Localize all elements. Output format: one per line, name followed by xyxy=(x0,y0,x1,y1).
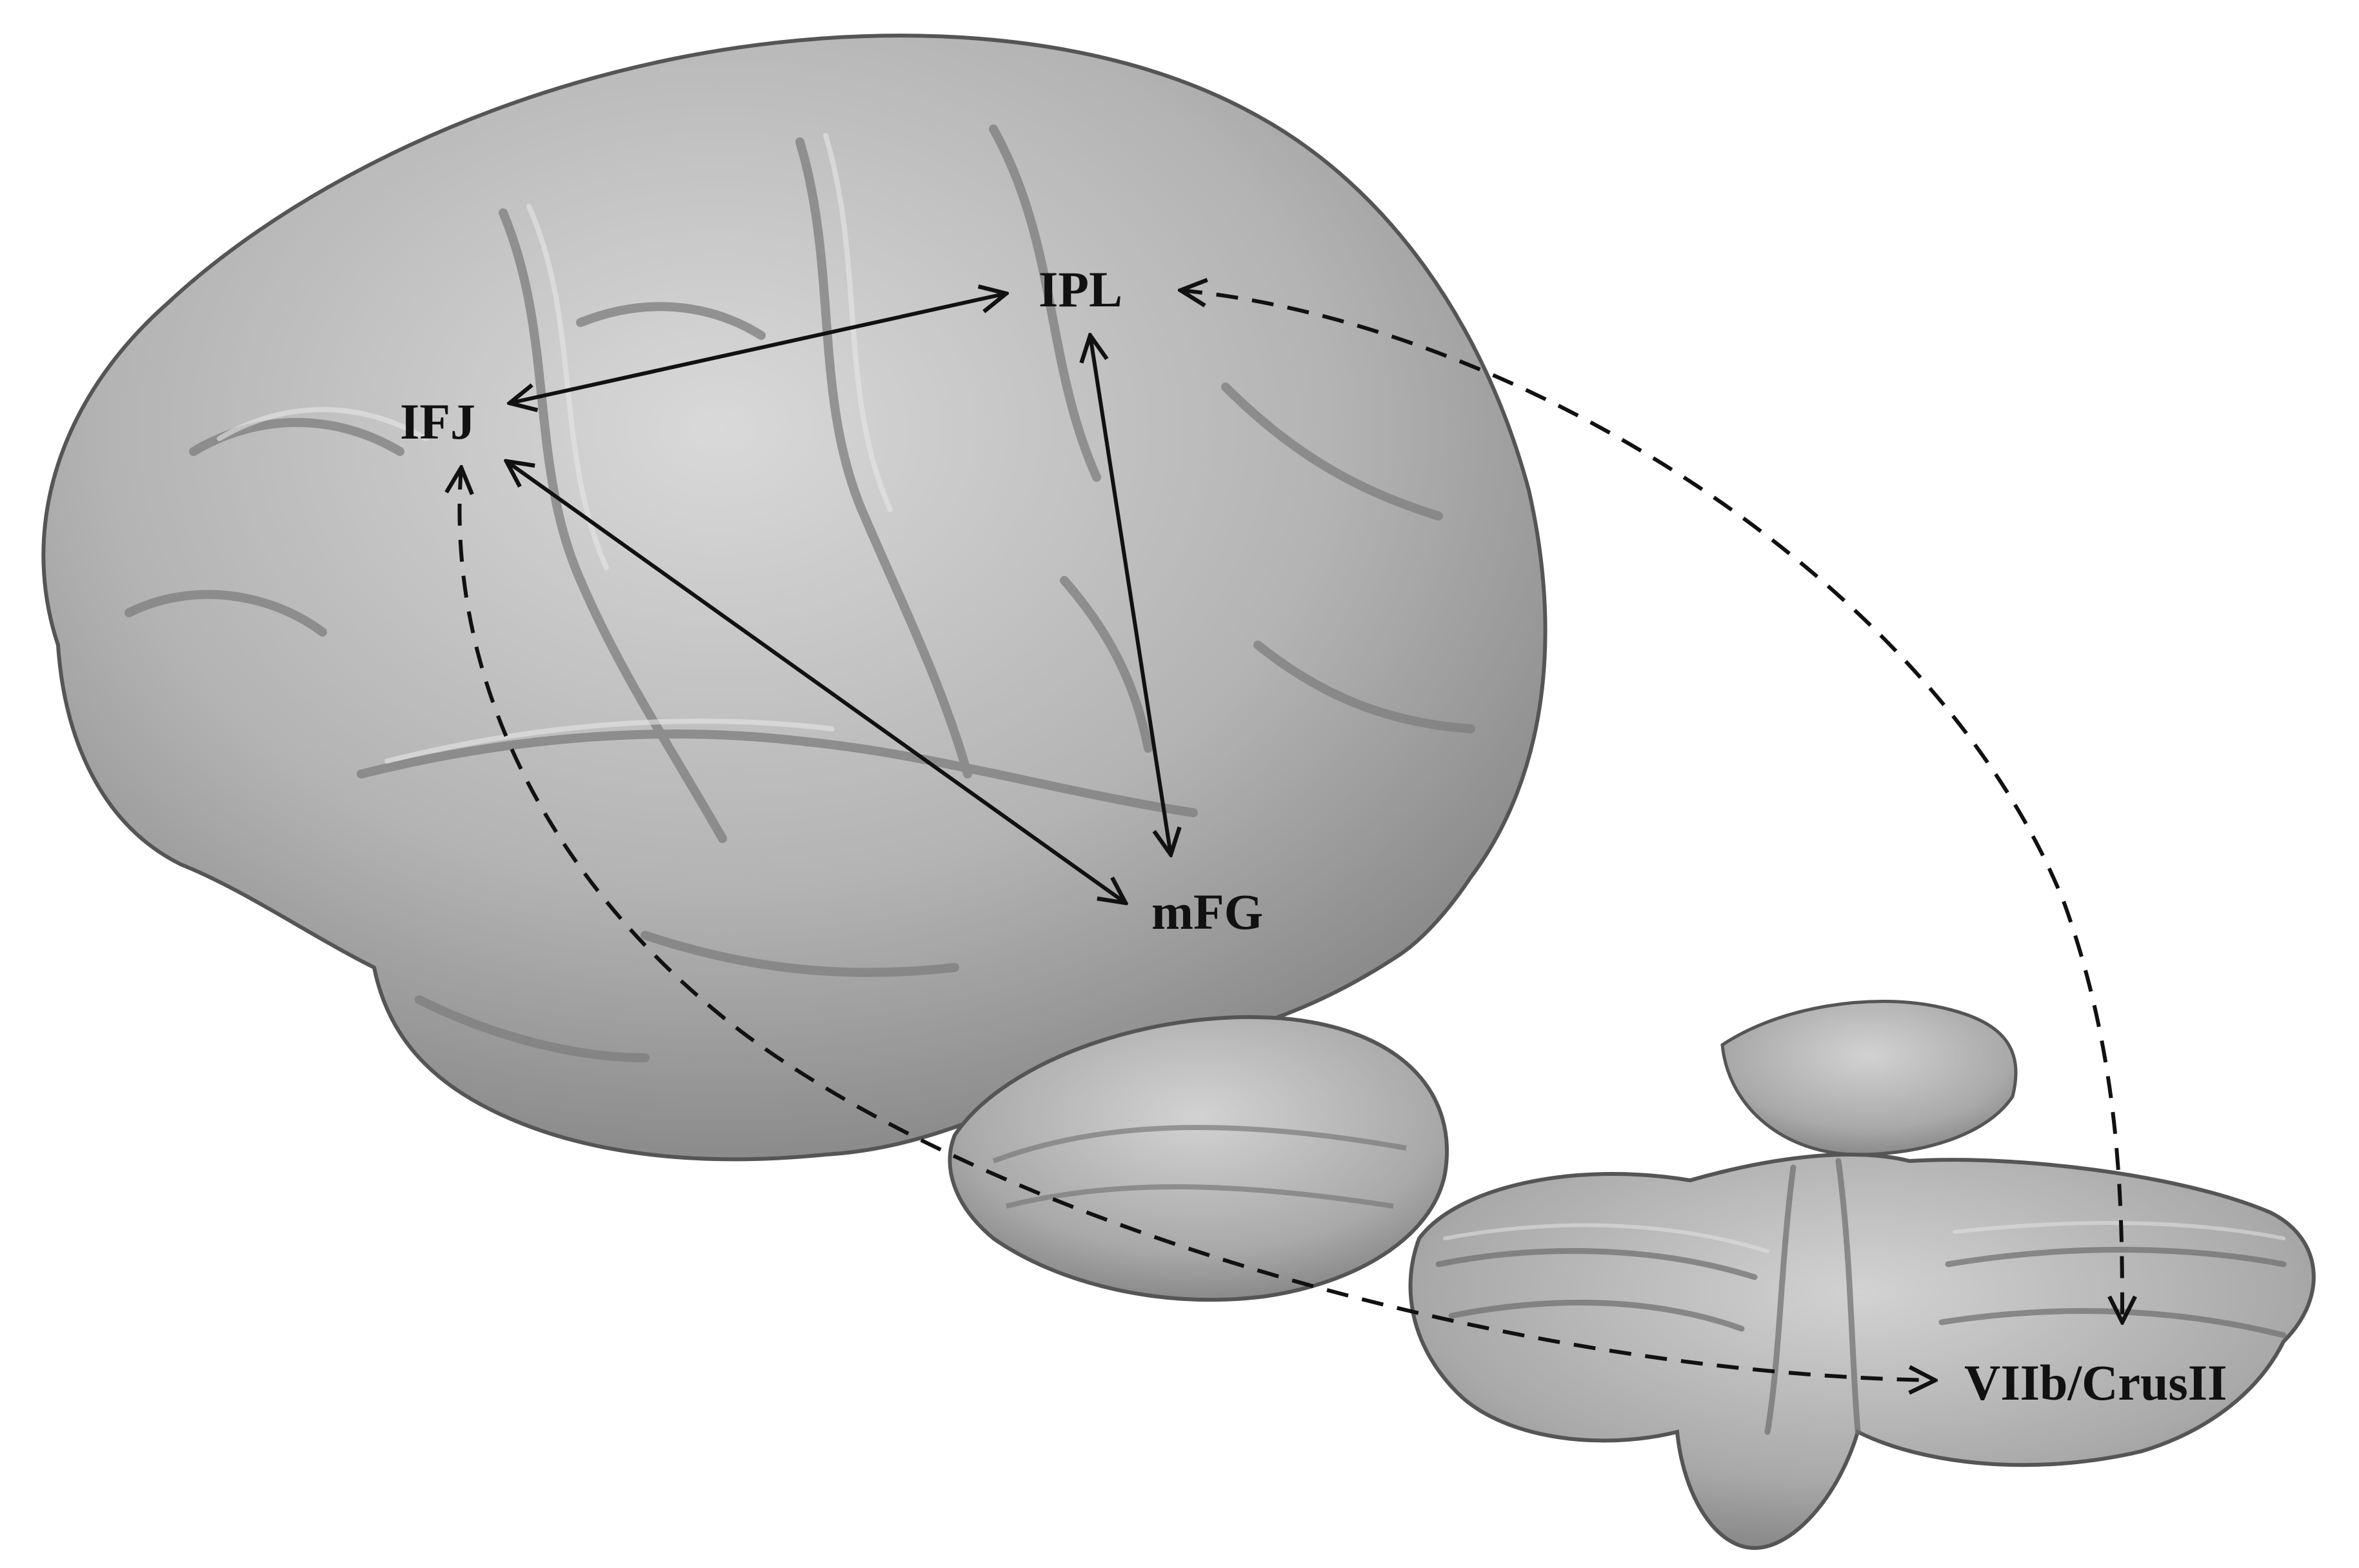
dashed-connections xyxy=(459,290,2122,1380)
connection-ipl-cerebellum xyxy=(1180,290,2122,1322)
cerebellum-image xyxy=(1408,1000,2316,1551)
label-mfg: mFG xyxy=(1151,884,1263,940)
cerebrum-image xyxy=(41,34,1548,1162)
label-ifj: IFJ xyxy=(400,393,475,450)
connection-ifj-cerebellum xyxy=(459,468,1935,1380)
label-ipl: IPL xyxy=(1039,261,1122,317)
connection-ifj-ipl xyxy=(510,293,1006,403)
region-labels: IPL IFJ mFG VIIb/CrusII xyxy=(400,261,2227,1411)
label-viib-crusii: VIIb/CrusII xyxy=(1964,1355,2227,1411)
